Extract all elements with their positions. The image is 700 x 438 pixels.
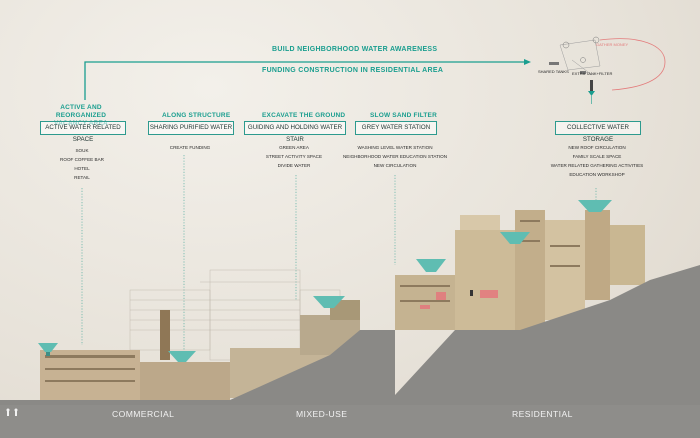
column-1-item: RETAIL [74,175,90,180]
terrain [0,265,700,438]
column-3-item: STREET ACTIVITY SPACE [265,154,323,159]
column-3-item: GREEN AREA [279,145,309,150]
banner-arrow [84,59,531,100]
column-4-item: NEIGHBORHOOD WATER EDUCATION STATION [342,154,448,159]
people [6,290,473,416]
shared-tanks-label: SHARED TANKS [538,69,569,74]
zone-label-commercial: COMMERCIAL [112,409,175,419]
leader-lines [81,155,597,350]
extra-tank-filter-label: EXTRA TANK+FILTER [572,71,613,76]
column-4-header: SLOW SAND FILTER [370,112,437,119]
column-5-item: FAMILY SCALE SPACE [572,154,622,159]
ground-band [0,405,700,438]
column-5-item: EDUCATION WORKSHOP [569,172,625,177]
column-5-box: COLLECTIVE WATER STORAGE [555,121,641,143]
column-2-box: SHARING PURIFIED WATER [148,121,234,135]
column-4-item: NEW CIRCULATION [373,163,417,168]
column-1-item: SOUK [75,148,89,153]
column-2-header: ALONG STRUCTURE [162,112,231,119]
column-4-item: WASHING LEVEL WATER STATION [357,145,433,150]
banner-title: BUILD NEIGHBORHOOD WATER AWARENESS [272,46,438,53]
activity-highlights [420,290,498,309]
water-tanks [38,200,612,362]
column-3-item: DIVIDE WATER [277,163,311,168]
column-2-item: CREATE FUNDING [169,145,211,150]
column-4-box: GREY WATER STATION [355,121,437,135]
column-3-box: GUIDING AND HOLDING WATER STAIR [244,121,346,143]
column-1-item: ROOF COFFEE BAR [60,157,104,162]
gather-money-label: GATHER MONEY [596,42,629,47]
column-5-item: NEW ROOF CIRCULATION [568,145,626,150]
column-5-item: WATER RELATED GATHERING ACTIVITIES [550,163,644,168]
zone-label-mixed-use: MIXED-USE [296,409,348,419]
zone-label-residential: RESIDENTIAL [512,409,573,419]
funding-inset-diagram [549,36,666,104]
banner-subtitle: FUNDING CONSTRUCTION IN RESIDENTIAL AREA [262,67,444,74]
column-1-item: HOTEL [74,166,90,171]
column-1-box: ACTIVE WATER RELATED SPACE [40,121,126,143]
column-3-header: EXCAVATE THE GROUND [262,112,346,119]
